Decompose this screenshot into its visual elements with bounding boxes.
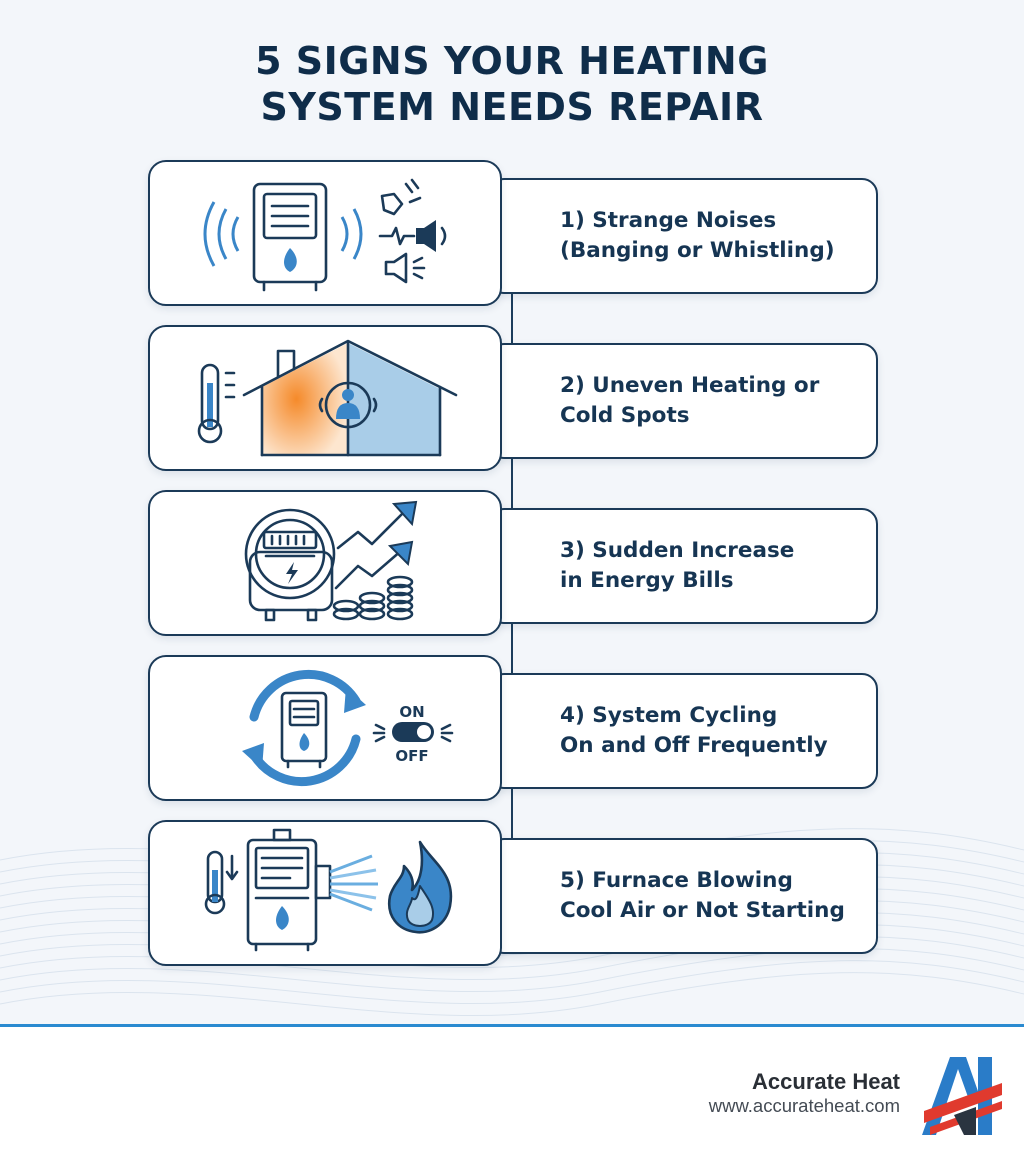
sign-label-1: 1) Strange Noises (Banging or Whistling) <box>560 206 870 266</box>
sign-label-3: 3) Sudden Increase in Energy Bills <box>560 536 870 596</box>
sign-card-3: 3) Sudden Increase in Energy Bills <box>488 508 878 624</box>
sign-2-line-1: 2) Uneven Heating or <box>560 373 820 398</box>
sign-row-2: 2) Uneven Heating or Cold Spots <box>0 325 1024 471</box>
sign-card-1: 1) Strange Noises (Banging or Whistling) <box>488 178 878 294</box>
sign-4-line-1: 4) System Cycling <box>560 703 778 728</box>
sign-row-3: 3) Sudden Increase in Energy Bills <box>0 490 1024 636</box>
sign-1-line-2: (Banging or Whistling) <box>560 238 835 263</box>
sign-5-line-1: 5) Furnace Blowing <box>560 868 793 893</box>
cold-air-furnace-icon <box>204 828 453 952</box>
icon-card-5 <box>148 820 502 966</box>
icon-card-2 <box>148 325 502 471</box>
sign-label-5: 5) Furnace Blowing Cool Air or Not Start… <box>560 866 870 926</box>
sign-2-line-2: Cold Spots <box>560 403 690 428</box>
sign-card-5: 5) Furnace Blowing Cool Air or Not Start… <box>488 838 878 954</box>
company-url[interactable]: www.accurateheat.com <box>708 1095 900 1116</box>
sign-4-line-2: On and Off Frequently <box>560 733 828 758</box>
sign-row-5: 5) Furnace Blowing Cool Air or Not Start… <box>0 820 1024 966</box>
sign-row-1: 1) Strange Noises (Banging or Whistling) <box>0 160 1024 306</box>
sign-label-2: 2) Uneven Heating or Cold Spots <box>560 371 870 431</box>
title-line-1: 5 SIGNS YOUR HEATING <box>255 39 769 83</box>
icon-card-3 <box>148 490 502 636</box>
sign-label-4: 4) System Cycling On and Off Frequently <box>560 701 870 761</box>
sign-5-line-2: Cool Air or Not Starting <box>560 898 845 923</box>
energy-meter-rising-cost-icon <box>244 500 418 622</box>
icon-card-1 <box>148 160 502 306</box>
switch-on-label: ON <box>399 703 424 721</box>
noisy-furnace-icon <box>203 178 447 292</box>
icon-card-4: ON OFF <box>148 655 502 801</box>
cycling-furnace-icon: ON OFF <box>242 670 454 786</box>
sign-card-2: 2) Uneven Heating or Cold Spots <box>488 343 878 459</box>
sign-row-4: ON OFF 4) System Cycling On and Off Freq… <box>0 655 1024 801</box>
title-line-2: SYSTEM NEEDS REPAIR <box>260 85 764 129</box>
page-title: 5 SIGNS YOUR HEATING SYSTEM NEEDS REPAIR <box>0 38 1024 130</box>
sign-card-4: 4) System Cycling On and Off Frequently <box>488 673 878 789</box>
company-name: Accurate Heat <box>752 1069 900 1094</box>
sign-1-line-1: 1) Strange Noises <box>560 208 777 233</box>
switch-off-label: OFF <box>395 747 428 765</box>
footer: Accurate Heat www.accurateheat.com <box>0 1024 1024 1157</box>
house-temperature-icon <box>197 339 458 457</box>
sign-3-line-1: 3) Sudden Increase <box>560 538 795 563</box>
sign-3-line-2: in Energy Bills <box>560 568 734 593</box>
accurate-heat-logo-icon <box>922 1057 1002 1135</box>
